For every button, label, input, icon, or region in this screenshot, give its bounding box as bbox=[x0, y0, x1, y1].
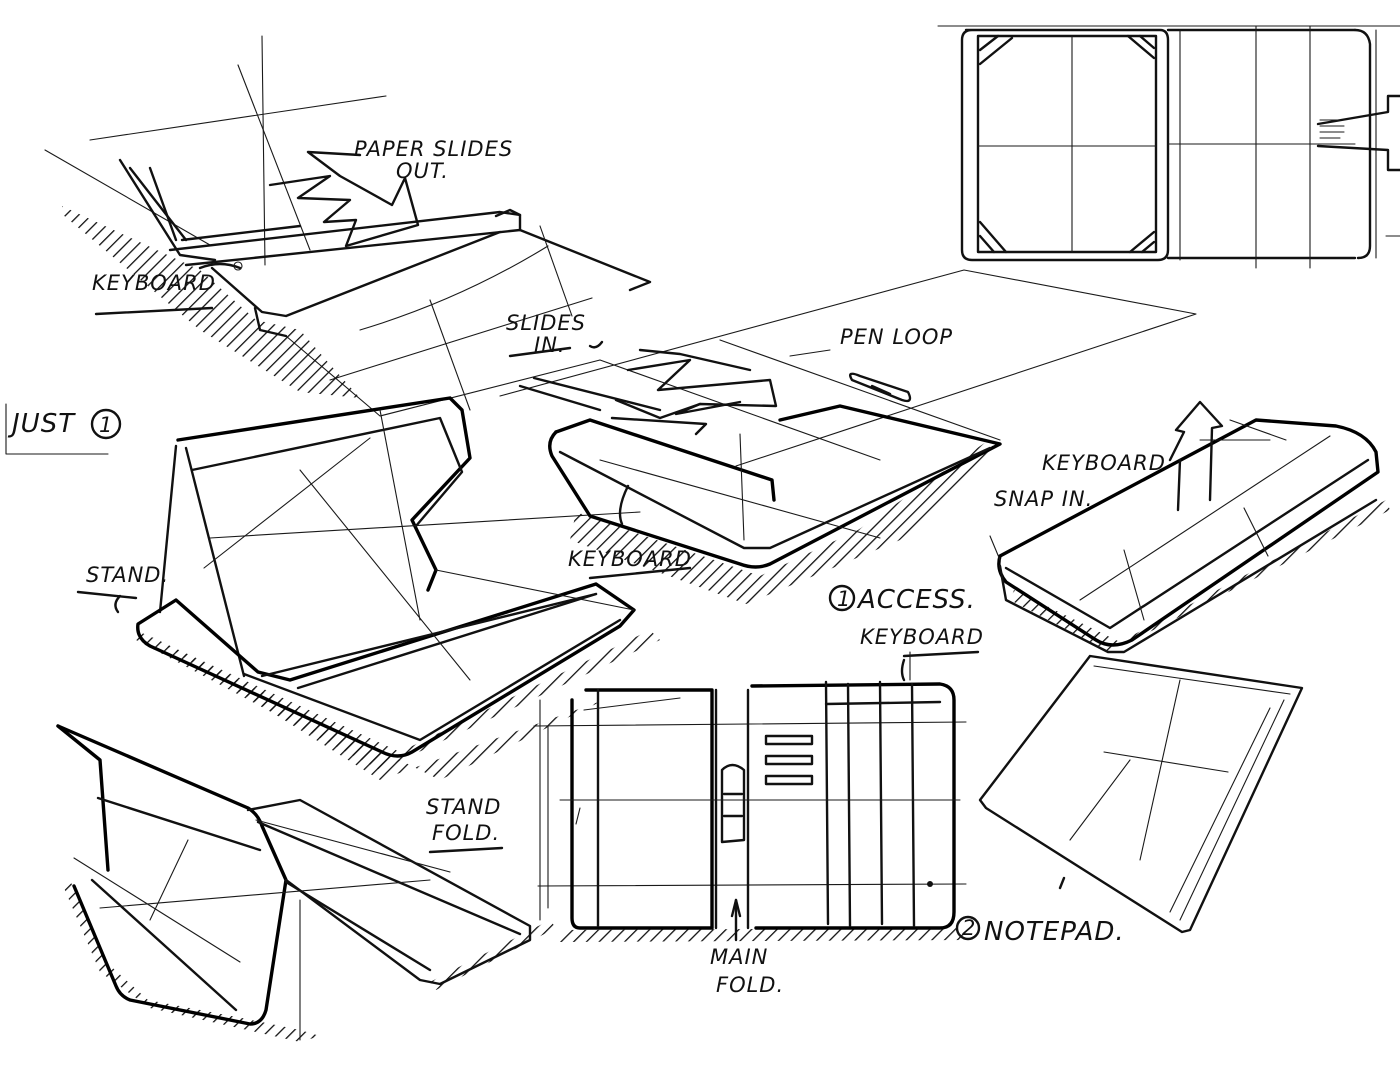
main-fold-label-2: FOLD. bbox=[716, 973, 784, 997]
main-fold-label-1: MAIN bbox=[710, 945, 768, 969]
notepad-label: NOTEPAD. bbox=[984, 917, 1125, 947]
just-label: JUST bbox=[7, 409, 76, 439]
paper-slides-out-note: PAPER SLIDES OUT. KEYBOARD bbox=[92, 137, 513, 316]
slides-in-label-2: IN. bbox=[534, 333, 566, 357]
stand-fold-label-2: FOLD. bbox=[432, 821, 500, 845]
pen-loop-label: PEN LOOP bbox=[840, 325, 953, 349]
keyboard-slides-in-sketch: SLIDES IN. PEN LOOP KEYBOARD bbox=[506, 311, 1002, 604]
keyboard-right-label: KEYBOARD bbox=[860, 625, 984, 649]
paper-slides-out-label-1: PAPER SLIDES bbox=[354, 137, 513, 161]
keyboard-middle-label: KEYBOARD bbox=[568, 547, 692, 571]
access-label: ACCESS. bbox=[856, 585, 976, 615]
just-1-note: JUST 1 bbox=[5, 403, 122, 455]
keyboard-snap-label-2: SNAP IN. bbox=[994, 487, 1093, 511]
flat-case-front-view: STAND FOLD. MAIN FOLD. 2 NOTEPAD. bbox=[426, 651, 1125, 997]
keyboard-top-label: KEYBOARD bbox=[92, 271, 216, 295]
notepad-number: 2 bbox=[962, 916, 976, 940]
keyboard-snap-in-sketch: KEYBOARD SNAP IN. bbox=[989, 400, 1390, 654]
perspective-plane bbox=[499, 269, 1197, 467]
stand-sketch-middle-left: STAND. bbox=[76, 396, 660, 780]
just-number: 1 bbox=[99, 413, 113, 437]
stand-sketch-bottom-left bbox=[56, 724, 556, 1042]
top-right-orthographic-view bbox=[937, 25, 1400, 269]
stand-label: STAND. bbox=[86, 563, 169, 587]
notepad-sketch bbox=[978, 654, 1304, 934]
access-note: 1 ACCESS. KEYBOARD bbox=[828, 584, 984, 682]
paper-slides-out-label-2: OUT. bbox=[396, 159, 449, 183]
stand-fold-label-1: STAND bbox=[426, 795, 501, 819]
slides-in-label-1: SLIDES bbox=[506, 311, 586, 335]
keyboard-snap-label-1: KEYBOARD bbox=[1042, 451, 1166, 475]
access-number: 1 bbox=[837, 587, 851, 611]
open-case-sketch-top-left bbox=[44, 35, 652, 417]
